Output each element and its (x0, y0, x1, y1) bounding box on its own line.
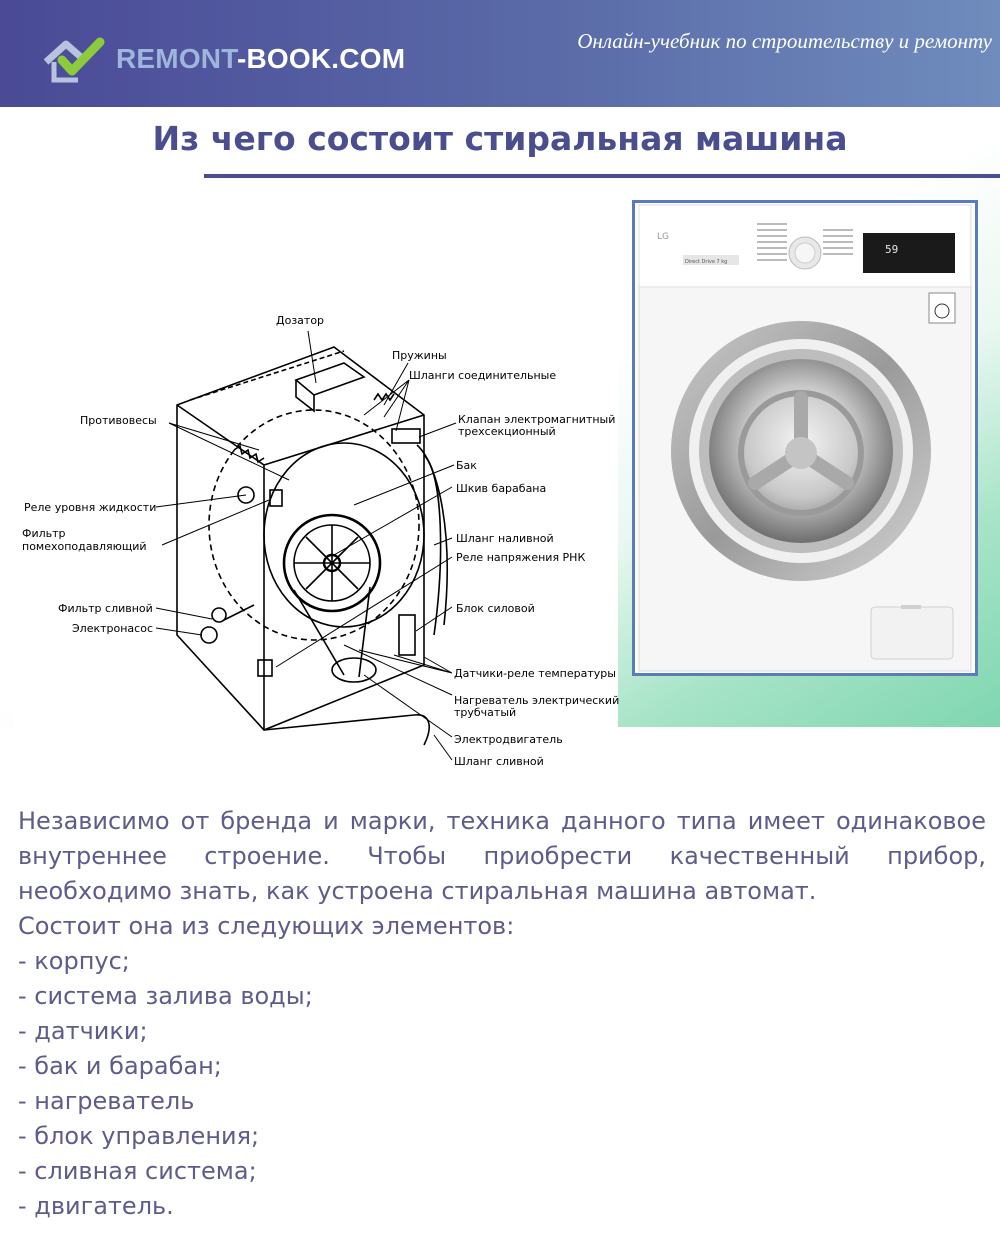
label-shkiv: Шкив барабана (456, 482, 547, 495)
label-klapan-1: Клапан электромагнитный (458, 413, 616, 426)
list-item: - корпус; (18, 947, 130, 975)
label-bak: Бак (456, 459, 477, 472)
logo-accent: -BOOK.COM (236, 43, 406, 74)
house-check-logo-icon[interactable] (44, 36, 110, 84)
site-header: REMONT-BOOK.COM Онлайн-учебник по строит… (0, 0, 1000, 107)
photo-model-text: Direct Drive 7 kg (685, 259, 727, 265)
label-nagrevatel-2: трубчатый (454, 706, 517, 719)
label-nagrevatel-1: Нагреватель электрический (454, 694, 620, 707)
label-rele-rnk: Реле напряжения РНК (456, 551, 586, 564)
title-underline (204, 174, 1000, 178)
site-logo-text[interactable]: REMONT-BOOK.COM (116, 43, 405, 75)
label-shlangi-soed: Шланги соединительные (409, 369, 557, 382)
list-item: - датчики; (18, 1017, 148, 1045)
photo-brand-text: LG (657, 232, 669, 242)
label-shlang-slivnoy: Шланг сливной (454, 755, 544, 768)
site-tagline: Онлайн-учебник по строительству и ремонт… (577, 29, 992, 53)
photo-display-text: 59 (885, 243, 898, 256)
washing-machine-diagram: Дозатор Пружины Шланги соединительные Пр… (14, 305, 620, 775)
logo-main: REMONT (116, 43, 237, 74)
list-item: - нагреватель (18, 1087, 195, 1115)
list-item: - бак и барабан; (18, 1052, 222, 1080)
washing-machine-photo: LG Direct Drive 7 kg 59 (632, 200, 978, 676)
label-datchiki: Датчики-реле температуры (454, 667, 616, 680)
parts-list: - корпус; - система залива воды; - датчи… (18, 944, 986, 1224)
list-item: - система залива воды; (18, 982, 313, 1010)
label-klapan-2: трехсекционный (458, 425, 556, 438)
diagram-drawing (155, 330, 457, 761)
label-blok-silovoy: Блок силовой (456, 602, 535, 615)
article-body: Независимо от бренда и марки, техника да… (18, 804, 986, 1224)
label-shlang-nalivnoy: Шланг наливной (456, 532, 554, 545)
label-filtr-pomeh-1: Фильтр (22, 527, 66, 540)
list-item: - блок управления; (18, 1122, 260, 1150)
intro-paragraph: Независимо от бренда и марки, техника да… (18, 807, 986, 905)
page-title: Из чего состоит стиральная машина (152, 119, 848, 158)
list-item: - сливная система; (18, 1157, 257, 1185)
label-elektronasos: Электронасос (72, 622, 154, 635)
label-dozator: Дозатор (276, 314, 325, 327)
label-filtr-slivnoy: Фильтр сливной (58, 602, 153, 615)
consists-line: Состоит она из следующих элементов: (18, 912, 515, 940)
label-elektrodvigatel: Электродвигатель (454, 733, 563, 746)
label-rele-urovnya: Реле уровня жидкости (24, 501, 157, 514)
label-protivovesy: Противовесы (80, 414, 157, 427)
label-pruzhiny: Пружины (392, 349, 447, 362)
list-item: - двигатель. (18, 1192, 174, 1220)
washing-machine-illustration: LG Direct Drive 7 kg 59 (638, 204, 972, 672)
label-filtr-pomeh-2: помехоподавляющий (22, 540, 147, 553)
